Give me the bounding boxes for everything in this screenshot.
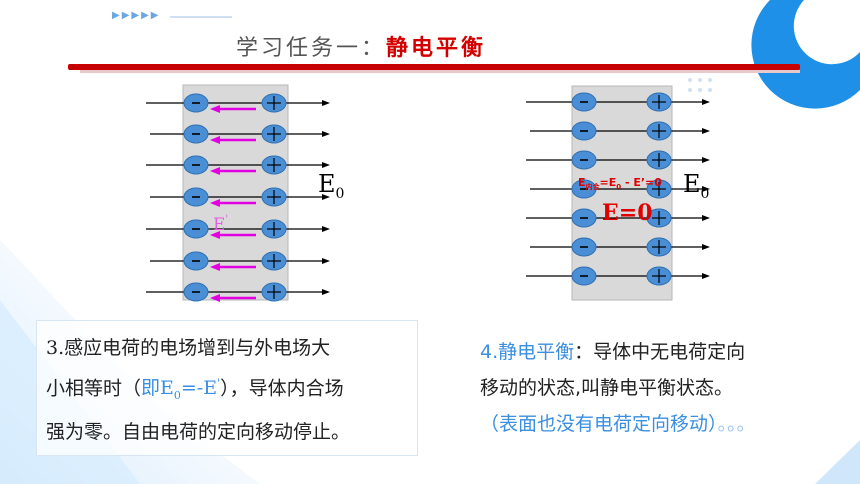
induced-arrow-head: [210, 136, 220, 144]
negative-charge-icon: [571, 237, 597, 257]
caption-right: 4.静电平衡：导体中无电荷定向 移动的状态,叫静电平衡状态。 （表面也没有电荷定…: [480, 334, 756, 442]
header-arrows-icon: ▶▶▶▶▶: [112, 10, 161, 21]
field-line-head: [322, 289, 330, 295]
field-line-head: [322, 226, 330, 232]
caption-card-right: [470, 320, 836, 454]
slide-title: 学习任务一：静电平衡: [236, 30, 486, 62]
term-highlight: 静电平衡: [498, 341, 575, 363]
positive-charge-icon: [646, 237, 672, 257]
positive-charge-icon: [261, 282, 287, 302]
negative-charge-icon: [183, 251, 209, 271]
caption-card-left: [36, 320, 418, 456]
field-line-head: [702, 157, 710, 163]
induced-field-arrows: [210, 105, 256, 302]
field-lines: [526, 99, 710, 279]
field-line-head: [322, 100, 330, 106]
negative-charge-icon: [183, 93, 209, 113]
header-divider: [170, 16, 232, 18]
caption-left-line1: 3.感应电荷的电场增到与外电场大: [46, 337, 331, 359]
induced-arrow-head: [210, 199, 220, 207]
field-line-head: [702, 273, 710, 279]
title-underline: [68, 64, 800, 70]
title-underline-shadow: [80, 70, 800, 73]
positive-charge-icon: [646, 179, 672, 199]
negative-charge-icon: [183, 124, 209, 144]
caption-left: 3.感应电荷的电场增到与外电场大 小相等时（即E0=-E'），导体内合场 强为零…: [46, 330, 350, 450]
caption-right-line3: （表面也没有电荷定向移动）。。。: [480, 413, 756, 435]
field-line-head: [702, 99, 710, 105]
positive-charge-icon: [646, 92, 672, 112]
induced-arrow-head: [210, 231, 220, 239]
negative-charge-icon: [571, 121, 597, 141]
negative-charge-icon: [571, 150, 597, 170]
net-field-equation: E内合=E0 - E’=0: [578, 176, 662, 191]
negative-charge-icon: [183, 219, 209, 239]
field-line-head: [322, 194, 330, 200]
title-prefix: 学习任务一：: [236, 36, 387, 61]
title-emphasis: 静电平衡: [386, 36, 487, 61]
caption-right-line1: 4.静电平衡：导体中无电荷定向: [480, 341, 746, 363]
charges: [183, 93, 287, 302]
induced-arrow-head: [210, 167, 220, 175]
field-line-head: [702, 128, 710, 134]
induced-arrow-head: [210, 294, 220, 302]
positive-charge-icon: [261, 155, 287, 175]
positive-charge-icon: [646, 150, 672, 170]
negative-charge-icon: [571, 266, 597, 286]
negative-charge-icon: [183, 282, 209, 302]
charges: [571, 92, 672, 286]
negative-charge-icon: [183, 155, 209, 175]
positive-charge-icon: [261, 124, 287, 144]
caption-left-line2: 小相等时（即E0=-E'），导体内合场: [46, 377, 344, 403]
field-line-head: [702, 215, 710, 221]
field-line-head: [322, 162, 330, 168]
field-line-head: [322, 131, 330, 137]
positive-charge-icon: [261, 251, 287, 271]
field-line-head: [702, 244, 710, 250]
caption-right-line2: 移动的状态,叫静电平衡状态。: [480, 377, 734, 399]
caption-left-line3: 强为零。自由电荷的定向移动停止。: [46, 421, 351, 444]
negative-charge-icon: [183, 187, 209, 207]
field-line-head: [322, 258, 330, 264]
induced-arrow-head: [210, 105, 220, 113]
equation-highlight: 即E0=-E': [141, 377, 221, 403]
external-field-label: E0: [683, 170, 709, 202]
bottom-right-triangle: [815, 440, 860, 484]
induced-field-label: E': [213, 214, 228, 235]
positive-charge-icon: [261, 187, 287, 207]
external-field-label: E0: [318, 170, 344, 202]
negative-charge-icon: [571, 92, 597, 112]
positive-charge-icon: [261, 93, 287, 113]
positive-charge-icon: [646, 266, 672, 286]
negative-charge-icon: [571, 208, 597, 228]
induced-arrow-head: [210, 263, 220, 271]
field-line-head: [702, 186, 710, 192]
positive-charge-icon: [646, 208, 672, 228]
corner-ring: [751, 0, 860, 109]
zero-field-result: E=0: [602, 200, 653, 226]
positive-charge-icon: [646, 121, 672, 141]
field-lines: [146, 100, 330, 295]
positive-charge-icon: [261, 219, 287, 239]
negative-charge-icon: [571, 179, 597, 199]
